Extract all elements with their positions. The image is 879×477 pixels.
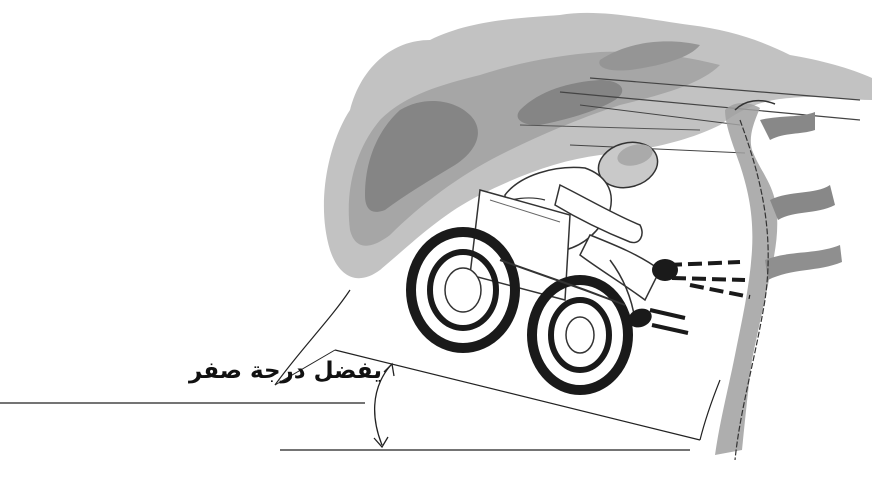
slope-caption: يفضل درجة صفر [150,358,382,384]
